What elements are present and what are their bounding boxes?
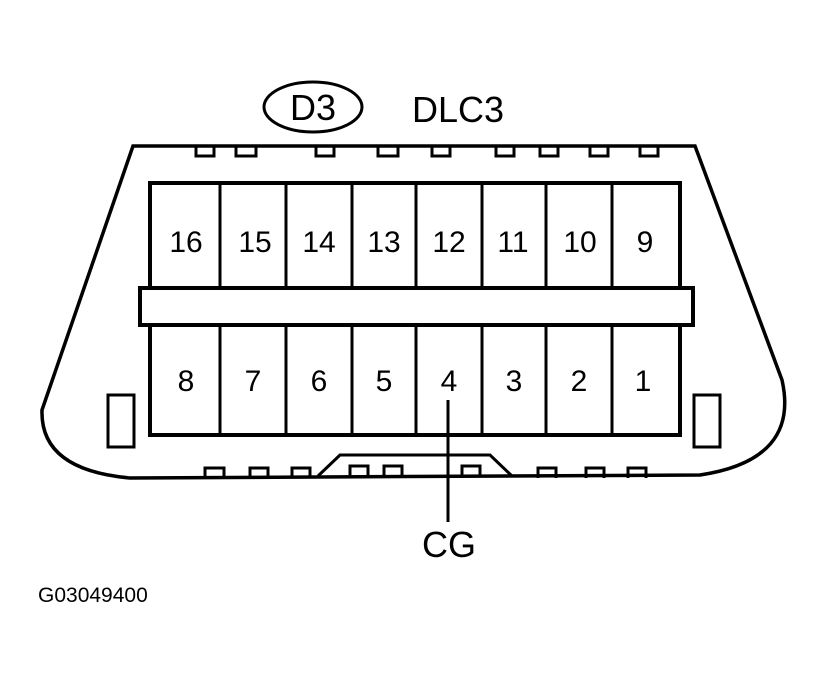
connector-housing [40, 144, 787, 480]
pin-7-label: 7 [245, 365, 262, 398]
pin-13-label: 13 [367, 226, 400, 259]
pin-15-label: 15 [238, 226, 271, 259]
pin-4-label: 4 [441, 365, 458, 398]
housing-key [316, 453, 514, 478]
housing-top-notches [194, 146, 660, 158]
figure-code: G03049400 [38, 584, 148, 607]
center-divider-bar [138, 286, 695, 327]
housing-key-notches [348, 464, 482, 476]
pin-8-label: 8 [178, 365, 195, 398]
pin-14-label: 14 [302, 226, 335, 259]
pin-1-label: 1 [635, 365, 652, 398]
pin-10-label: 10 [563, 226, 596, 259]
pin-6-label: 6 [311, 365, 328, 398]
right-latch [692, 393, 722, 449]
pin-2-label: 2 [571, 365, 588, 398]
connector-badge-oval [262, 80, 364, 134]
pin-5-label: 5 [376, 365, 393, 398]
pin-12-label: 12 [432, 226, 465, 259]
left-latch [106, 393, 136, 449]
pin-11-label: 11 [497, 226, 528, 259]
housing-bottom-notches [203, 466, 648, 478]
pin-9-label: 9 [637, 226, 654, 259]
pin-3-label: 3 [506, 365, 523, 398]
connector-badge: D3 [290, 87, 336, 128]
connector-name: DLC3 [412, 89, 504, 130]
pin-16-label: 16 [169, 226, 202, 259]
terminal-dividers [218, 183, 614, 435]
callout-label: CG [422, 524, 476, 565]
